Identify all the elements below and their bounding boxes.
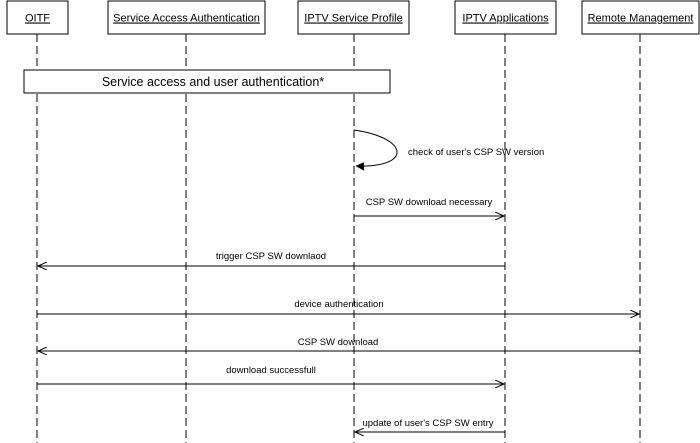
participant-oitf: OITF (6, 0, 69, 35)
message-label: check of user's CSP SW version (408, 147, 544, 158)
participant-label: OITF (25, 13, 50, 25)
message-label: CSP SW download (298, 337, 379, 348)
message-csp-sw-download: CSP SW download (38, 337, 640, 351)
participants: OITF Service Access Authentication IPTV … (6, 0, 700, 35)
self-arrow (353, 129, 398, 166)
participant-iptv-applications: IPTV Applications (454, 0, 557, 35)
participant-label: IPTV Applications (462, 13, 549, 25)
participant-label: Remote Management (588, 13, 694, 25)
message-label: update of user's CSP SW entry (362, 418, 493, 429)
participant-iptv-service-profile: IPTV Service Profile (297, 0, 410, 35)
message-csp-sw-download-necessary: CSP SW download necessary (354, 197, 504, 216)
message-label: device authentication (294, 299, 383, 310)
message-update-csp-sw-entry: update of user's CSP SW entry (355, 418, 505, 432)
note-service-access: Service access and user authentication* (23, 69, 391, 94)
message-label: CSP SW download necessary (366, 197, 493, 208)
message-label: trigger CSP SW downlaod (216, 251, 326, 262)
message-device-authentication: device authentication (37, 299, 639, 314)
note-text: Service access and user authentication* (102, 75, 324, 89)
message-self-check: check of user's CSP SW version (353, 129, 544, 166)
participant-label: Service Access Authentication (113, 13, 260, 25)
participant-service-access-authentication: Service Access Authentication (107, 0, 266, 35)
message-label: download successfull (226, 365, 316, 376)
participant-remote-management: Remote Management (581, 0, 700, 35)
message-trigger-csp-sw-download: trigger CSP SW downlaod (38, 251, 505, 266)
participant-label: IPTV Service Profile (304, 13, 402, 25)
lifelines (36, 34, 641, 443)
message-download-successful: download successfull (37, 365, 504, 384)
